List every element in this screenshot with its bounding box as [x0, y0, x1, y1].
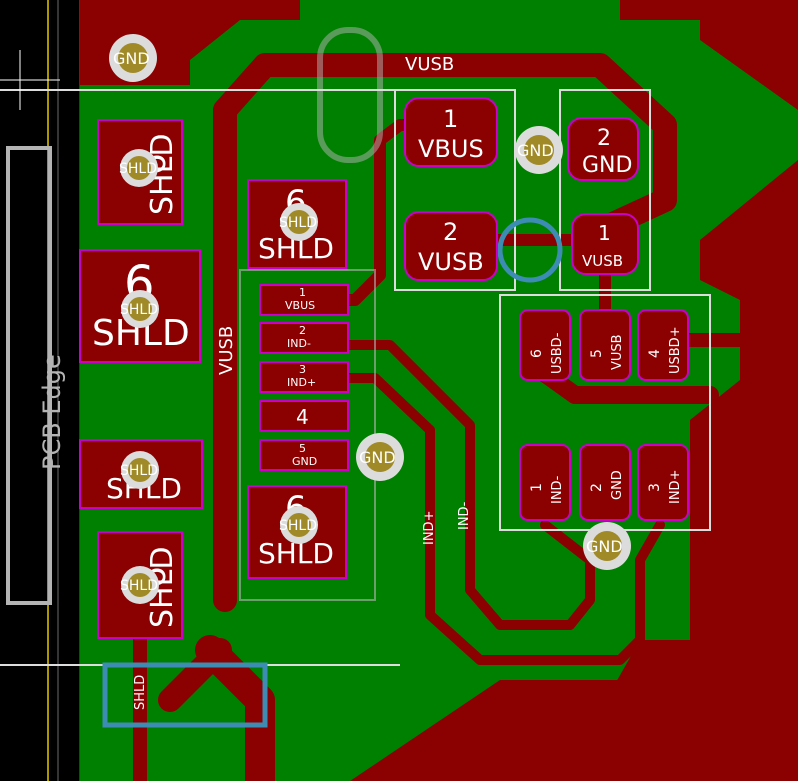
top-pad-vbus-name: VBUS: [418, 135, 484, 163]
via-shld-4[interactable]: SHLD: [120, 566, 159, 604]
ic-pad-ind-minus[interactable]: 1 IND-: [519, 444, 571, 521]
via-shld-label: SHLD: [279, 518, 317, 534]
via-gnd-label: GND: [113, 49, 150, 68]
net-label-vusb-left: VUSB: [216, 326, 237, 375]
ic-pad-usbd-plus[interactable]: 4 USBD+: [637, 309, 689, 381]
connector-pin-2-num: 2: [299, 324, 306, 337]
via-gnd-top-left[interactable]: GND: [109, 34, 157, 82]
ic-pad-vusb-num: 5: [589, 349, 605, 358]
connector-pin-5-name: GND: [292, 455, 317, 468]
net-label-vusb-top: VUSB: [405, 54, 454, 75]
ic-pad-ind-plus-num: 3: [647, 483, 663, 492]
ic-pad-vusb[interactable]: 5 VUSB: [579, 309, 631, 381]
connector-pin-5[interactable]: 5 GND: [259, 439, 349, 471]
net-label-ind-minus: IND-: [457, 501, 472, 530]
crosshair-icon: [0, 50, 60, 110]
vias[interactable]: GND GND GND GND SHLD SHLD: [109, 34, 631, 604]
via-shld-label: SHLD: [119, 161, 157, 177]
connector-pin-1-num: 1: [299, 286, 306, 299]
net-label-shld: SHLD: [133, 675, 148, 710]
via-shld-label: SHLD: [120, 463, 158, 479]
ic-pad-usbd-minus-num: 6: [529, 349, 545, 358]
connector-pin-3-name: IND+: [287, 376, 316, 389]
connector-pin-2-name: IND-: [287, 337, 311, 350]
ic-pad-ind-minus-name: IND-: [550, 475, 565, 504]
ic-pad-gnd[interactable]: 2 GND: [579, 444, 631, 521]
ic-pad-usbd-plus-num: 4: [647, 349, 663, 358]
via-gnd-center[interactable]: GND: [356, 433, 404, 481]
connector-pin-4[interactable]: 4: [259, 400, 349, 432]
ic-pad-usbd-minus[interactable]: 6 USBD-: [519, 309, 571, 381]
connector-pin-5-num: 5: [299, 442, 306, 455]
via-shld-label: SHLD: [120, 578, 158, 594]
trace-ind-plus: [340, 373, 665, 665]
net-label-ind-plus: IND+: [422, 511, 437, 545]
ic-pad-usbd-minus-name: USBD-: [550, 332, 565, 374]
connector-pin-1[interactable]: 1 VBUS: [259, 284, 349, 316]
via-gnd-label: GND: [359, 448, 396, 467]
via-shld-5[interactable]: SHLD: [279, 203, 318, 241]
via-shld-1[interactable]: SHLD: [119, 149, 158, 187]
connector-pin-4-num: 4: [296, 405, 309, 429]
via-shld-6[interactable]: SHLD: [279, 506, 318, 544]
top-pad-vusb-right-num: 1: [598, 221, 611, 245]
via-gnd-top-center[interactable]: GND: [515, 126, 563, 174]
trace-ind-minus: [340, 340, 595, 630]
via-shld-label: SHLD: [120, 302, 158, 318]
top-pad-gnd-num: 2: [597, 126, 611, 151]
ic-pads[interactable]: 6 USBD- 5 VUSB 4 USBD+ 1 IND- 2 GND 3 IN…: [519, 309, 689, 521]
ic-pad-gnd-num: 2: [589, 483, 605, 492]
top-pad-vusb-right[interactable]: 1 VUSB: [571, 213, 639, 275]
shld-pad-6[interactable]: 6 SHLD: [247, 485, 347, 579]
connector-pin-1-name: VBUS: [285, 299, 315, 312]
via-shld-3[interactable]: SHLD: [120, 451, 159, 489]
connector-pin-3[interactable]: 3 IND+: [259, 361, 349, 393]
ic-pad-ind-plus[interactable]: 3 IND+: [637, 444, 689, 521]
top-pad-vbus[interactable]: 1 VBUS: [404, 97, 498, 167]
trace-vusb-loop: [213, 53, 677, 612]
top-pads[interactable]: 1 VBUS 2 GND 2 VUSB 1 VUSB: [404, 97, 639, 281]
ic-pad-ind-plus-name: IND+: [668, 470, 683, 504]
top-pad-vbus-num: 1: [443, 105, 458, 133]
connector-pin-2[interactable]: 2 IND-: [259, 322, 349, 354]
pcb-edge-label: PCB Edge: [38, 354, 66, 470]
via-gnd-label: GND: [517, 141, 554, 160]
ic-pad-usbd-plus-name: USBD+: [668, 326, 683, 374]
top-pad-gnd-name: GND: [582, 153, 632, 178]
top-pad-vusb-left-name: VUSB: [418, 248, 484, 276]
ic-pad-ind-minus-num: 1: [529, 483, 545, 492]
via-shld-label: SHLD: [279, 215, 317, 231]
via-shld-2[interactable]: SHLD: [120, 290, 159, 328]
ic-pad-gnd-name: GND: [610, 470, 625, 500]
top-pad-vusb-left-num: 2: [443, 218, 458, 246]
top-pad-vusb-right-name: VUSB: [582, 252, 623, 270]
ic-pad-vusb-name: VUSB: [610, 334, 625, 370]
connector-pin-3-num: 3: [299, 363, 306, 376]
top-pad-gnd[interactable]: 2 GND: [567, 117, 639, 181]
top-pad-vusb-left[interactable]: 2 VUSB: [404, 211, 498, 281]
connector-pins[interactable]: 1 VBUS 2 IND- 3 IND+ 4 5 GND: [259, 284, 349, 471]
via-gnd-label: GND: [586, 537, 623, 556]
via-gnd-bottom[interactable]: GND: [583, 522, 631, 570]
